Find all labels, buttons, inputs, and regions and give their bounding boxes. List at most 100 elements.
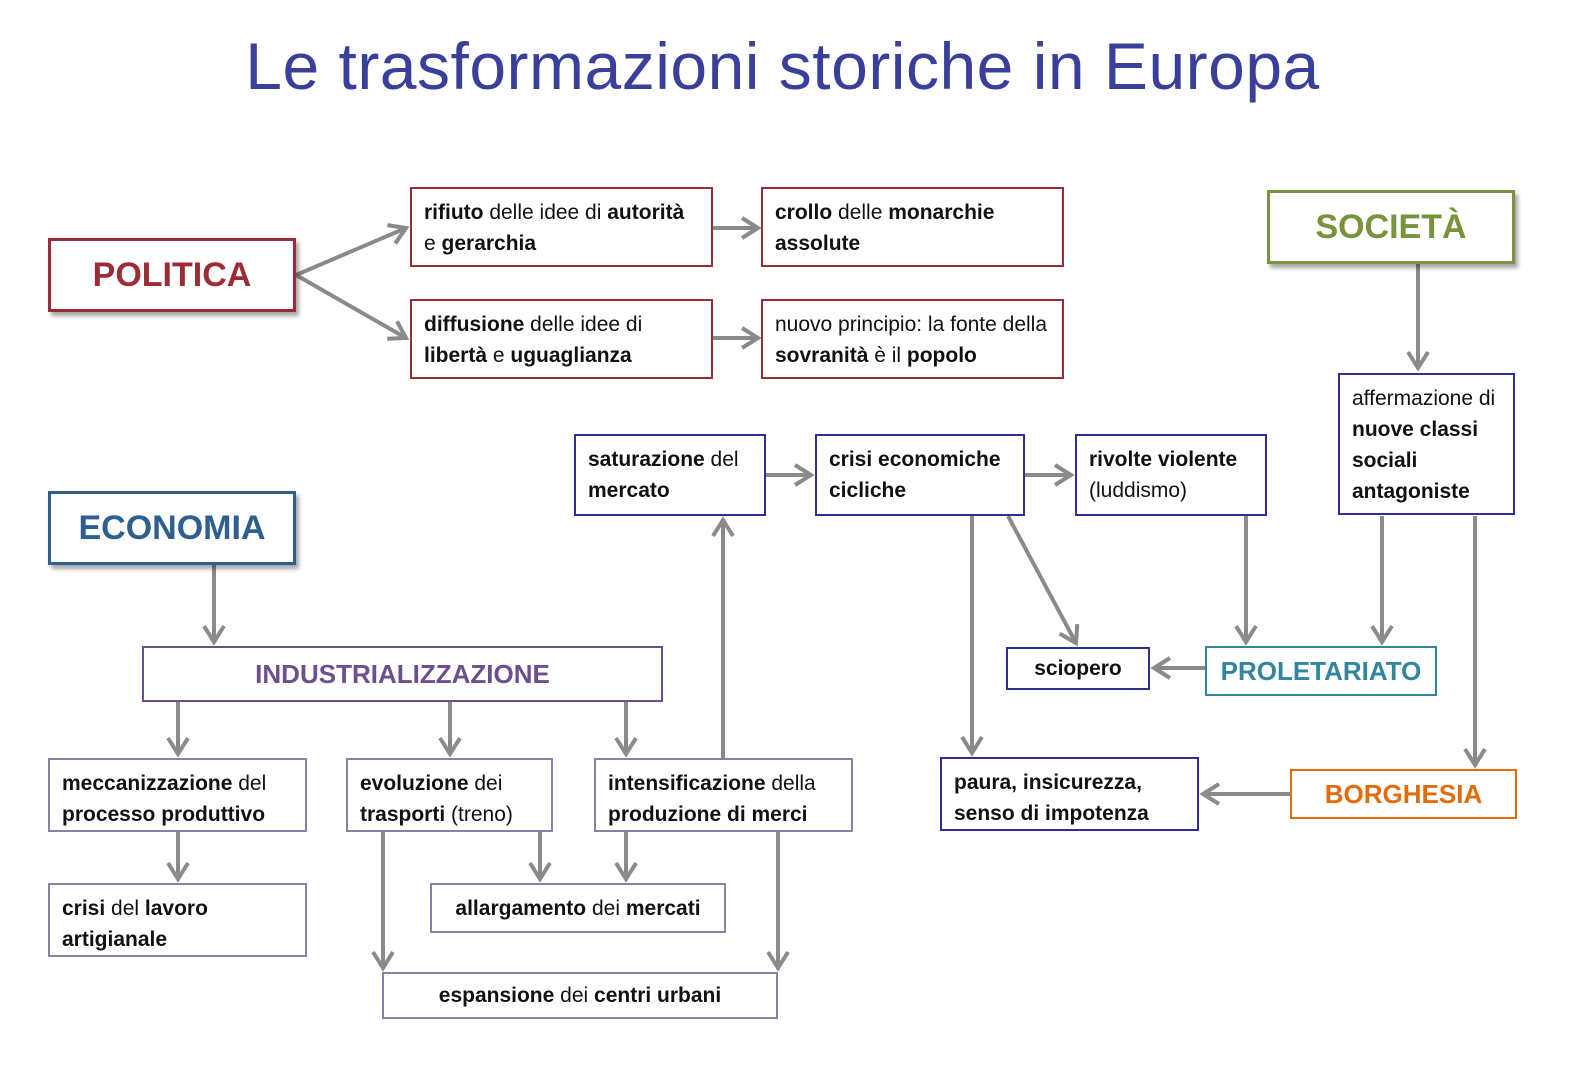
box-text: ECONOMIA	[79, 511, 266, 545]
bold-text: espansione	[438, 984, 555, 1007]
box-text: diffusione delle idee di libertà e uguag…	[424, 313, 642, 367]
text: e	[424, 232, 442, 255]
bold-text: rifiuto	[424, 201, 484, 224]
box-rivolte: rivolte violente (luddismo)	[1075, 434, 1267, 516]
box-text: POLITICA	[93, 258, 252, 292]
bold-text: INDUSTRIALIZZAZIONE	[255, 658, 550, 689]
box-rifiuto: rifiuto delle idee di autorità e gerarch…	[410, 187, 713, 267]
bold-text: lavoro artigianale	[62, 897, 208, 951]
text: e	[487, 344, 511, 367]
bold-text: allargamento	[455, 896, 587, 920]
bold-text: monarchie assolute	[775, 201, 995, 255]
arrow-connector	[1006, 515, 1080, 647]
box-intensificazione: intensificazione della produzione di mer…	[594, 758, 853, 832]
text: nuovo principio: la fonte della	[775, 313, 1048, 336]
box-industrializzazione: INDUSTRIALIZZAZIONE	[142, 646, 663, 702]
bold-text: popolo	[906, 344, 977, 367]
box-text: rifiuto delle idee di autorità e gerarch…	[424, 201, 684, 255]
box-text: SOCIETÀ	[1315, 210, 1466, 244]
bold-text: sciopero	[1034, 657, 1122, 680]
text: delle	[832, 201, 889, 224]
box-nuovo: nuovo principio: la fonte della sovranit…	[761, 299, 1064, 379]
box-text: evoluzione dei trasporti (treno)	[360, 772, 513, 826]
bold-text: paura, insicurezza, senso di impotenza	[954, 771, 1149, 825]
bold-text: centri urbani	[594, 984, 722, 1007]
box-proletariato: PROLETARIATO	[1205, 646, 1437, 696]
text: dei	[586, 896, 626, 920]
bold-text: produzione di merci	[608, 803, 808, 826]
box-text: meccanizzazione del processo produttivo	[62, 772, 266, 826]
bold-text: uguaglianza	[510, 344, 632, 367]
box-text: INDUSTRIALIZZAZIONE	[255, 659, 550, 690]
bold-text: saturazione	[588, 448, 705, 471]
box-text: crisi economiche cicliche	[829, 448, 1001, 502]
box-societa: SOCIETÀ	[1267, 190, 1515, 264]
box-text: sciopero	[1034, 653, 1122, 684]
bold-text: sovranità	[775, 344, 869, 367]
text: affermazione di	[1352, 387, 1496, 410]
bold-text: autorità	[607, 201, 685, 224]
box-economia: ECONOMIA	[48, 491, 296, 565]
text: dei	[468, 772, 503, 795]
box-affermazione: affermazione di nuove classi sociali ant…	[1338, 373, 1515, 515]
bold-text: meccanizzazione	[62, 772, 233, 795]
text: delle idee di	[524, 313, 643, 336]
box-evoluzione: evoluzione dei trasporti (treno)	[346, 758, 553, 832]
box-text: PROLETARIATO	[1221, 656, 1422, 687]
box-text: crisi del lavoro artigianale	[62, 897, 208, 951]
text: è il	[868, 344, 907, 367]
bold-text: PROLETARIATO	[1220, 655, 1422, 686]
bold-text: mercato	[588, 479, 670, 502]
box-diffusione: diffusione delle idee di libertà e uguag…	[410, 299, 713, 379]
box-text: BORGHESIA	[1325, 779, 1482, 810]
bold-text: POLITICA	[92, 255, 252, 294]
bold-text: diffusione	[424, 313, 525, 336]
box-paura: paura, insicurezza, senso di impotenza	[940, 757, 1199, 831]
box-text: nuovo principio: la fonte della sovranit…	[775, 313, 1047, 367]
box-text: crollo delle monarchie assolute	[775, 201, 994, 255]
bold-text: gerarchia	[441, 232, 537, 255]
text: del	[704, 448, 739, 471]
bold-text: rivolte violente	[1089, 448, 1238, 471]
bold-text: crisi economiche cicliche	[829, 448, 1001, 502]
box-crollo: crollo delle monarchie assolute	[761, 187, 1064, 267]
bold-text: crollo	[775, 201, 833, 224]
box-politica: POLITICA	[48, 238, 296, 312]
bold-text: trasporti	[360, 803, 446, 826]
bold-text: libertà	[424, 344, 488, 367]
box-text: saturazione del mercato	[588, 448, 739, 502]
bold-text: evoluzione	[360, 772, 469, 795]
text: della	[765, 772, 816, 795]
arrow-connector	[295, 223, 410, 277]
bold-text: crisi	[62, 897, 106, 920]
box-text: intensificazione della produzione di mer…	[608, 772, 816, 826]
bold-text: intensificazione	[608, 772, 766, 795]
bold-text: nuove classi sociali antagoniste	[1352, 418, 1479, 503]
box-text: espansione dei centri urbani	[439, 980, 721, 1011]
text: (luddismo)	[1089, 479, 1188, 502]
box-text: affermazione di nuove classi sociali ant…	[1352, 387, 1495, 503]
arrow-connector	[295, 273, 410, 341]
box-sciopero: sciopero	[1006, 647, 1150, 690]
bold-text: mercati	[625, 896, 701, 920]
box-text: allargamento dei mercati	[455, 893, 700, 924]
text: del	[232, 772, 267, 795]
box-meccanizzazione: meccanizzazione del processo produttivo	[48, 758, 307, 832]
box-saturazione: saturazione del mercato	[574, 434, 766, 516]
bold-text: SOCIETÀ	[1315, 207, 1467, 246]
text: delle idee di	[483, 201, 608, 224]
box-allargamento: allargamento dei mercati	[430, 883, 726, 933]
box-crisi-eco: crisi economiche cicliche	[815, 434, 1025, 516]
text: del	[105, 897, 145, 920]
box-text: rivolte violente (luddismo)	[1089, 448, 1237, 502]
text: (treno)	[445, 803, 513, 826]
text: dei	[554, 984, 595, 1007]
page-title: Le trasformazioni storiche in Europa	[245, 29, 1320, 103]
bold-text: processo produttivo	[62, 803, 266, 826]
box-espansione: espansione dei centri urbani	[382, 972, 778, 1019]
bold-text: ECONOMIA	[78, 508, 266, 547]
bold-text: BORGHESIA	[1324, 778, 1483, 809]
box-crisi-lavoro: crisi del lavoro artigianale	[48, 883, 307, 957]
